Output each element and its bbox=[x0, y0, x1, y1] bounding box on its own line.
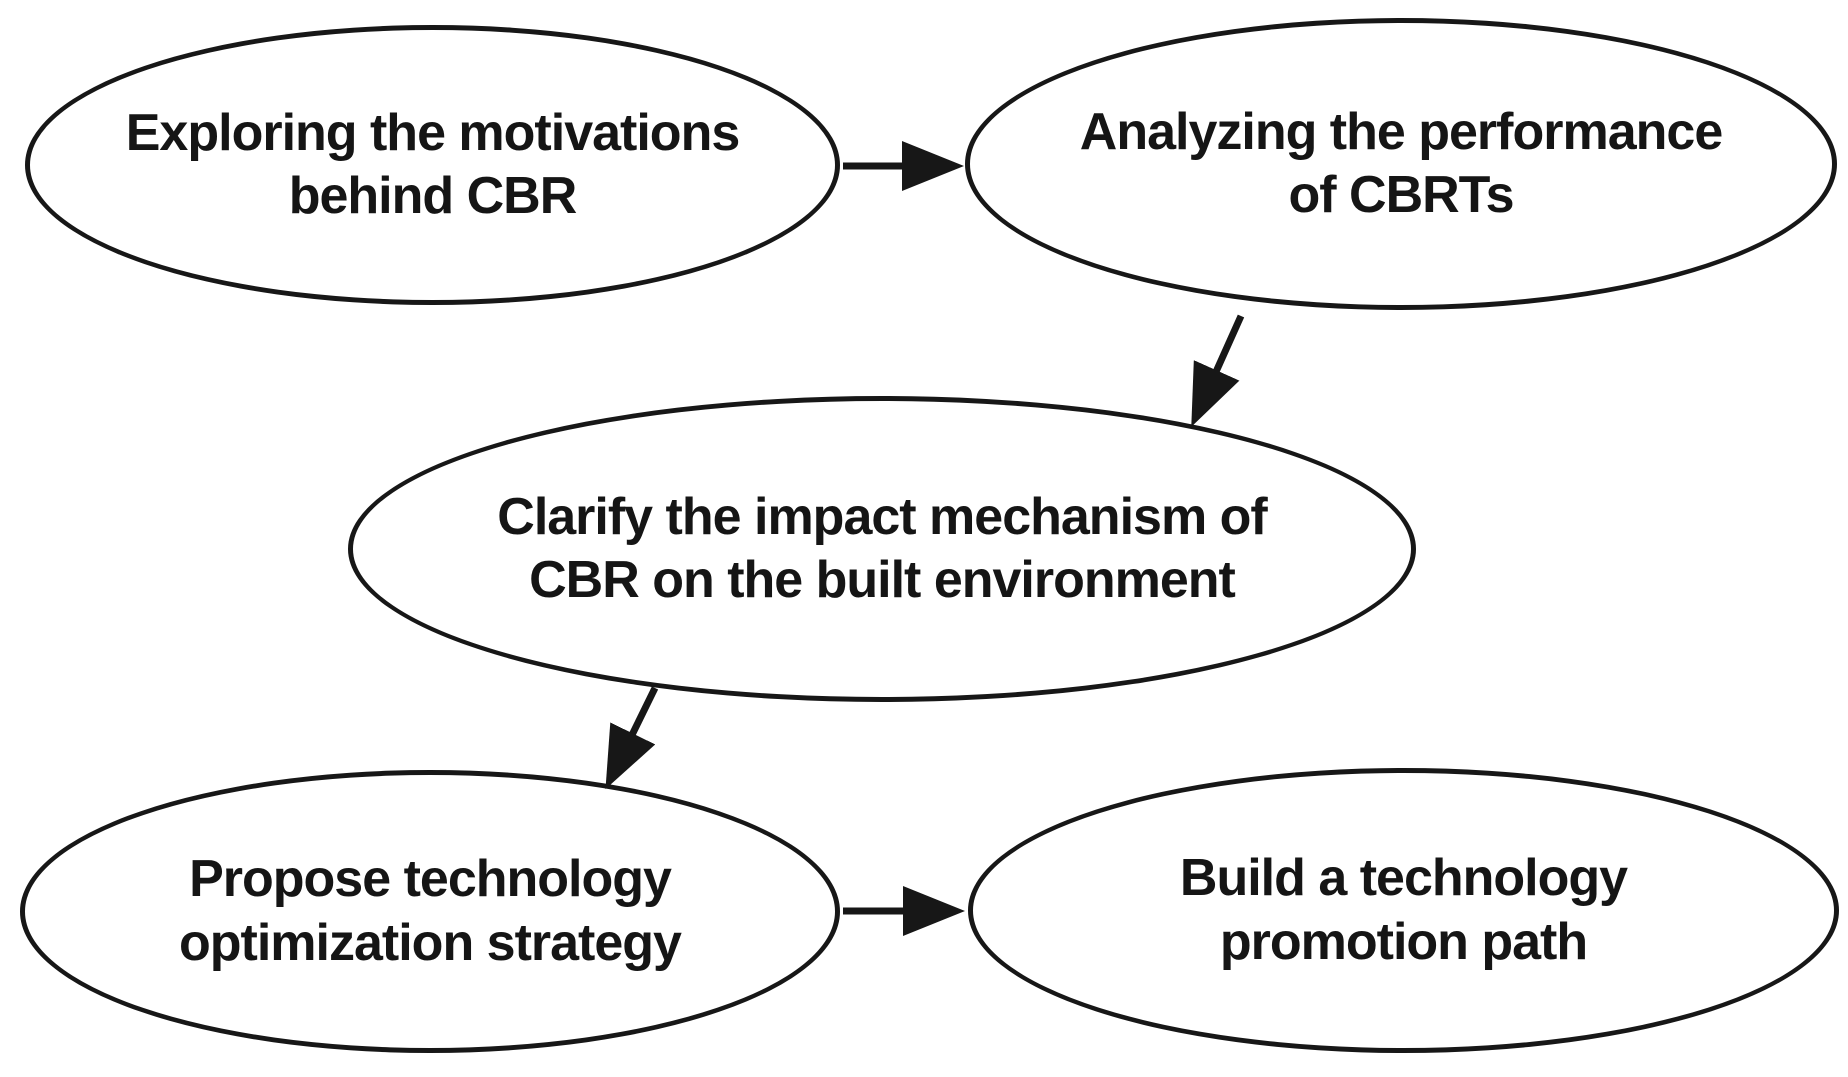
node-text-line: Analyzing the performance bbox=[1079, 102, 1723, 161]
node-analyzing-performance: Analyzing the performance of CBRTs bbox=[965, 18, 1837, 310]
node-text-line: Clarify the impact mechanism of bbox=[497, 487, 1267, 546]
node-promotion-path: Build a technology promotion path bbox=[968, 768, 1839, 1053]
node-text-line: of CBRTs bbox=[1288, 166, 1514, 224]
node-text-line: Build a technology bbox=[1179, 849, 1628, 908]
node-text-line: Exploring the motivations bbox=[125, 103, 740, 162]
node-text-line: behind CBR bbox=[288, 167, 578, 225]
node-text-line: Propose technology bbox=[189, 850, 672, 909]
node-text-line: CBR on the built environment bbox=[529, 551, 1236, 609]
node-text-line: optimization strategy bbox=[179, 913, 682, 972]
node-exploring-motivations: Exploring the motivations behind CBR bbox=[25, 25, 840, 305]
node-optimization-strategy: Propose technology optimization strategy bbox=[20, 770, 840, 1053]
arrow-mechanism-to-strategy bbox=[605, 686, 659, 790]
node-impact-mechanism: Clarify the impact mechanism of CBR on t… bbox=[348, 396, 1416, 702]
node-text-line: promotion path bbox=[1219, 912, 1588, 971]
arrow-performance-to-mechanism bbox=[1191, 314, 1245, 427]
